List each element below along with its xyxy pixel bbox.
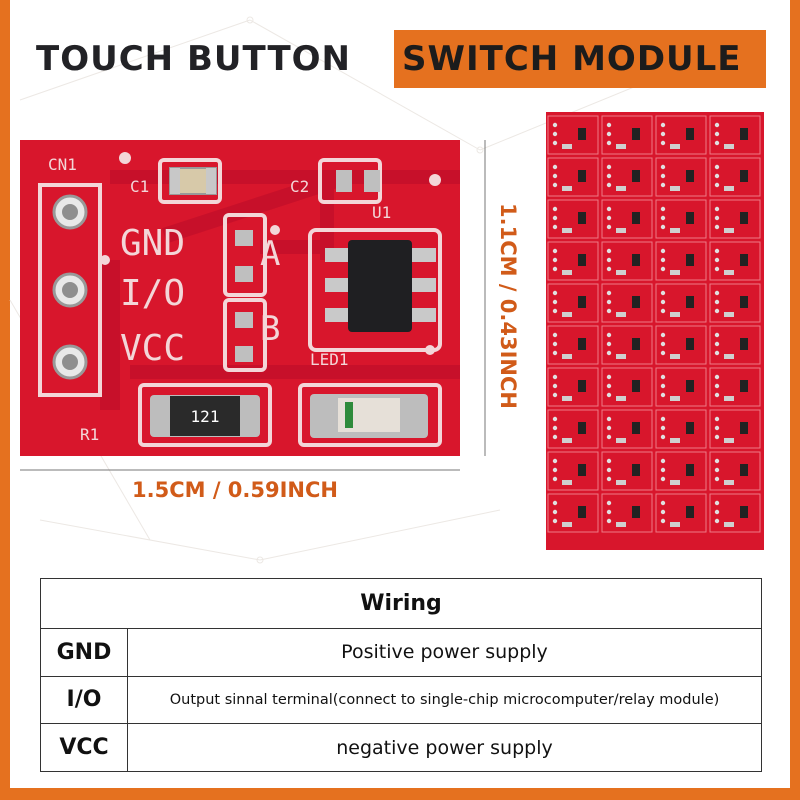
panel-mini-board <box>709 283 761 323</box>
label-c1: C1 <box>130 177 149 196</box>
panel-mini-board <box>655 199 707 239</box>
title-part-1: TOUCH BUTTON <box>36 39 351 79</box>
panel-board-grid <box>547 115 761 533</box>
panel-mini-board <box>655 283 707 323</box>
panel-mini-board <box>709 115 761 155</box>
resistor-code: 121 <box>191 407 220 426</box>
table-row: VCC negative power supply <box>40 723 762 772</box>
pcb-vias <box>100 152 441 355</box>
pin-vcc: VCC <box>40 723 128 772</box>
panel-mini-board <box>547 283 599 323</box>
label-a: A <box>260 234 280 274</box>
header-pins <box>52 194 88 380</box>
panel-mini-board <box>655 367 707 407</box>
height-dimension-label: 1.1CM / 0.43INCH <box>496 203 520 409</box>
pin-gnd: GND <box>40 627 128 677</box>
panel-mini-board <box>547 367 599 407</box>
label-c2: C2 <box>290 177 309 196</box>
panel-mini-board <box>709 409 761 449</box>
panel-mini-board <box>655 325 707 365</box>
table-row: I/O Output sinnal terminal(connect to si… <box>40 675 762 725</box>
panel-mini-board <box>601 367 653 407</box>
panel-mini-board <box>709 493 761 533</box>
panel-mini-board <box>547 115 599 155</box>
wiring-header: Wiring <box>40 578 762 629</box>
panel-mini-board <box>655 157 707 197</box>
width-dimension-label: 1.5CM / 0.59INCH <box>132 478 338 502</box>
silkscreen-outlines <box>38 158 442 447</box>
panel-mini-board <box>601 115 653 155</box>
width-dimension-line <box>20 469 460 471</box>
panel-mini-board <box>547 409 599 449</box>
silkscreen-labels: CN1 C1 C2 U1 GND I/O VCC A B LED1 R1 <box>48 155 391 444</box>
panel-mini-board <box>547 241 599 281</box>
pin-io: I/O <box>40 675 128 725</box>
resistor-r1: 121 <box>150 395 260 437</box>
pcb-module-image: 121 CN1 C1 C2 U1 GND I/O VCC A B LED1 R1 <box>20 140 460 456</box>
panel-mini-board <box>547 493 599 533</box>
panel-mini-board <box>655 409 707 449</box>
page-title: TOUCH BUTTON SWITCH MODULE <box>36 30 766 88</box>
led-component <box>310 394 428 438</box>
label-io: I/O <box>120 273 185 314</box>
label-cn1: CN1 <box>48 155 77 174</box>
label-vcc: VCC <box>120 328 185 369</box>
pin-vcc-description: negative power supply <box>127 723 762 772</box>
label-gnd: GND <box>120 223 185 264</box>
height-dimension-line <box>484 140 486 456</box>
panel-mini-board <box>709 157 761 197</box>
panel-mini-board <box>709 241 761 281</box>
pcb-panel-image <box>546 112 764 550</box>
label-r1: R1 <box>80 425 99 444</box>
panel-mini-board <box>601 325 653 365</box>
panel-mini-board <box>601 283 653 323</box>
panel-mini-board <box>547 199 599 239</box>
panel-mini-board <box>601 493 653 533</box>
panel-mini-board <box>655 241 707 281</box>
pin-io-description: Output sinnal terminal(connect to single… <box>127 675 762 725</box>
wiring-table: Wiring GND Positive power supply I/O Out… <box>40 578 762 772</box>
capacitor-c2 <box>336 170 380 192</box>
ic-chip-u1 <box>325 240 436 332</box>
panel-mini-board <box>547 451 599 491</box>
touch-pads <box>235 230 253 362</box>
label-b: B <box>260 309 280 349</box>
panel-mini-board <box>709 367 761 407</box>
panel-mini-board <box>655 451 707 491</box>
title-part-2: SWITCH MODULE <box>394 30 766 88</box>
panel-mini-board <box>601 157 653 197</box>
panel-mini-board <box>601 451 653 491</box>
panel-mini-board <box>709 325 761 365</box>
panel-mini-board <box>709 451 761 491</box>
panel-mini-board <box>547 157 599 197</box>
label-u1: U1 <box>372 203 391 222</box>
panel-mini-board <box>655 115 707 155</box>
panel-mini-board <box>709 199 761 239</box>
panel-mini-board <box>601 199 653 239</box>
panel-mini-board <box>655 493 707 533</box>
label-led1: LED1 <box>310 350 349 369</box>
panel-mini-board <box>601 409 653 449</box>
capacitor-c1 <box>169 167 217 195</box>
table-row: GND Positive power supply <box>40 627 762 677</box>
panel-mini-board <box>601 241 653 281</box>
panel-mini-board <box>547 325 599 365</box>
pin-gnd-description: Positive power supply <box>127 627 762 677</box>
